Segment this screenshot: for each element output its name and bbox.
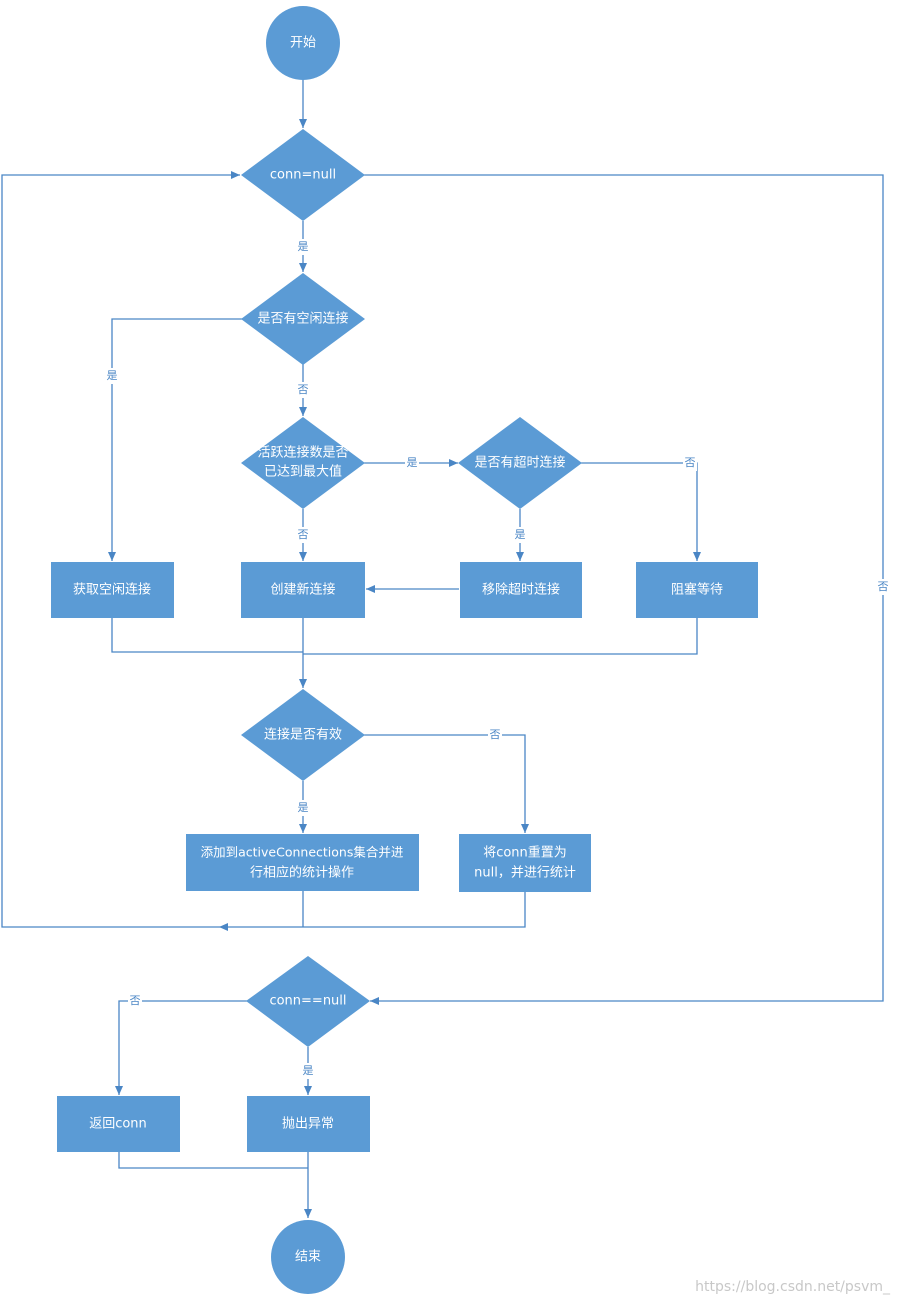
watermark-text: https://blog.csdn.net/psvm_ [695,1279,890,1295]
get-idle-box [51,562,174,618]
reset-null-box [459,834,591,892]
conn-eq-null-decision [246,956,370,1047]
edge-label-timeout-yes: 是 [515,528,526,541]
edge-conn-valid-no-to-reset [364,734,529,833]
edge-label-eq-null-yes: 是 [303,1064,314,1077]
block-wait-box [636,562,758,618]
active-max-label-line2: 已达到最大值 [264,464,342,480]
return-conn-label: 返回conn [89,1117,147,1132]
edge-label-timeout-no: 否 [685,456,696,469]
add-active-label-line1: 添加到activeConnections集合并进 [201,845,404,860]
conn-valid-decision [241,689,365,781]
remove-timeout-label: 移除超时连接 [482,582,560,598]
edge-labels: 是 是 否 是 否 是 否 否 是 否 否 是 [107,240,889,1077]
has-timeout-decision [458,417,582,509]
has-idle-decision [241,273,365,365]
node-labels: 开始 conn=null 是否有空闲连接 活跃连接数是否 已达到最大值 是否有超… [73,36,723,1265]
edge-label-bg-valid-no [488,727,502,743]
create-new-label: 创建新连接 [270,582,335,598]
edge-label-bg-idle-no [296,382,310,398]
start-label: 开始 [290,36,316,51]
edge-label-max-yes: 是 [407,456,418,469]
connectors [1,79,884,1218]
edge-label-valid-yes: 是 [298,801,309,814]
edge-label-bg-eq-null-no [128,993,142,1009]
nodes [51,6,758,1294]
edge-conn-null-no-to-eq-null [364,174,884,1005]
edge-label-bg-conn-null-no [876,579,890,595]
edge-label-bg-conn-null-yes [296,239,310,255]
has-idle-label: 是否有空闲连接 [257,311,348,327]
edge-label-bg-eq-null-yes [301,1063,315,1079]
end-node [271,1220,345,1294]
start-node [266,6,340,80]
edge-block-wait-merge [303,618,698,655]
edge-label-conn-null-no: 否 [878,580,889,593]
has-timeout-label: 是否有超时连接 [474,455,565,471]
edge-label-conn-null-yes: 是 [298,240,309,253]
edge-has-timeout-no-to-block-wait [581,462,701,561]
throw-ex-label: 抛出异常 [282,1117,334,1132]
edge-reset-down [303,892,526,928]
edge-label-bg-max-yes [405,455,419,471]
block-wait-label: 阻塞等待 [671,582,723,598]
add-active-label-line2: 行相应的统计操作 [250,865,354,881]
active-max-label-line1: 活跃连接数是否 [257,445,348,461]
edge-label-idle-yes: 是 [107,369,118,382]
conn-null-label: conn=null [270,168,336,183]
remove-timeout-box [460,562,582,618]
edge-label-eq-null-no: 否 [130,994,141,1007]
conn-null-decision [241,129,365,221]
edge-label-max-no: 否 [298,528,309,541]
conn-valid-label: 连接是否有效 [264,727,342,743]
add-active-box [186,834,419,891]
edge-has-idle-yes-to-get-idle [108,318,243,561]
edge-label-bg-timeout-no [683,455,697,471]
edge-get-idle-merge [111,618,303,653]
end-label: 结束 [295,1250,321,1265]
edge-return-to-end [118,1152,308,1169]
edge-label-bg-timeout-yes [513,527,527,543]
edge-label-idle-no: 否 [298,383,309,396]
edge-label-valid-no: 否 [490,728,501,741]
get-idle-label: 获取空闲连接 [73,582,151,598]
edge-label-bg-idle-yes [105,368,119,384]
edge-label-backgrounds [105,239,890,1079]
edge-loop-back-to-conn-null [1,171,240,928]
return-conn-box [57,1096,180,1152]
reset-null-label-line1: 将conn重置为 [483,845,567,861]
edge-label-bg-max-no [296,527,310,543]
active-max-decision [241,417,365,509]
throw-ex-box [247,1096,370,1152]
edge-label-bg-valid-yes [296,800,310,816]
create-new-box [241,562,365,618]
reset-null-label-line2: null，并进行统计 [474,866,576,881]
conn-eq-null-label: conn==null [269,994,346,1009]
edge-eq-null-no-to-return [115,1000,247,1095]
